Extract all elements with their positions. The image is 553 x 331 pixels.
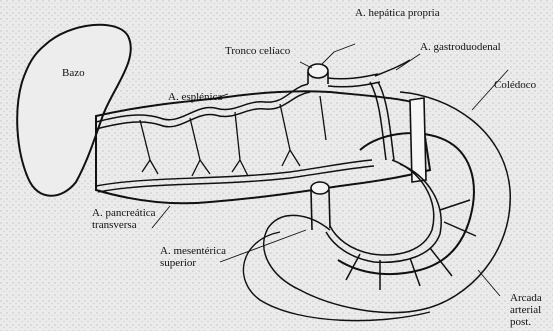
proper-hepatic-artery-label: A. hepática propria: [355, 8, 440, 19]
posterior-arcade-label-line3: post.: [510, 317, 531, 328]
posterior-arcade-label-line2: arterial: [510, 305, 541, 316]
superior-mesenteric-artery-label-line2: superior: [160, 258, 196, 269]
celiac-trunk-label: Tronco celíaco: [225, 46, 290, 57]
celiac-trunk-vessel: [308, 64, 328, 78]
splenic-artery-label: A. esplénica: [168, 92, 222, 103]
spleen-label: Bazo: [62, 68, 85, 79]
gastroduodenal-artery-label: A. gastroduodenal: [420, 42, 501, 53]
transverse-pancreatic-artery-label-line2: transversa: [92, 220, 137, 231]
superior-mesenteric-vessel: [311, 182, 329, 194]
superior-mesenteric-artery-label-line1: A. mesentérica: [160, 246, 226, 257]
transverse-pancreatic-artery-label-line1: A. pancreática: [92, 208, 156, 219]
posterior-arcade-label-line1: Arcada: [510, 293, 542, 304]
common-bile-duct-label: Colédoco: [494, 80, 536, 91]
bile-duct: [410, 98, 426, 182]
